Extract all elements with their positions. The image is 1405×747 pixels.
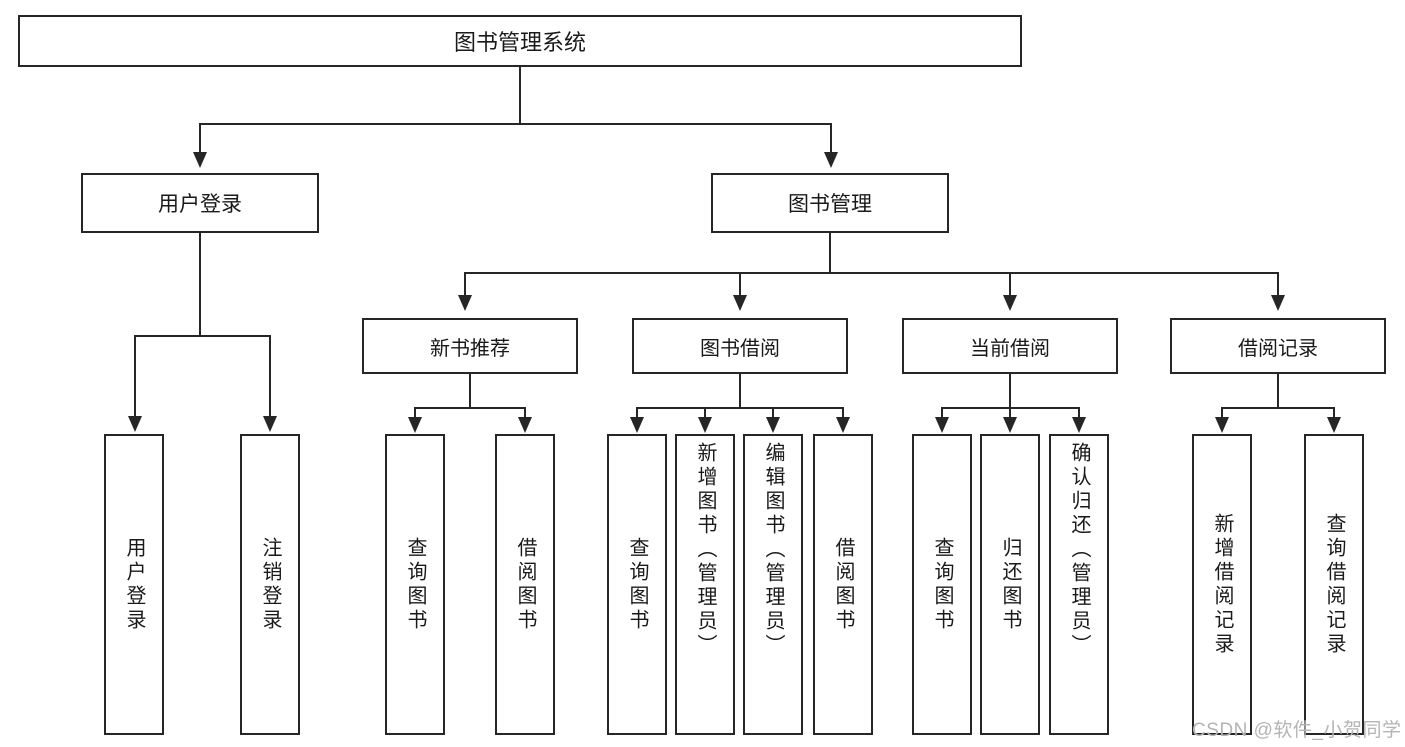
connector-book-mgmt-to-borrow — [739, 272, 741, 296]
leaf-borrow-edit-book-admin[interactable]: 编辑图书（管理员） — [743, 434, 803, 735]
node-new-book-recommend[interactable]: 新书推荐 — [362, 318, 578, 374]
connector-borrow-leaf3 — [772, 407, 774, 418]
arrow-borrow-leaf3 — [766, 417, 780, 433]
leaf-borrow-query-book[interactable]: 查询图书 — [607, 434, 667, 735]
watermark-text: CSDN @软件_小贺同学 — [1192, 720, 1402, 741]
connector-record-leaf1 — [1221, 407, 1223, 418]
arrow-borrow-leaf4 — [836, 417, 850, 433]
node-label: 当前借阅 — [970, 337, 1050, 360]
leaf-label: 查询图书 — [404, 536, 426, 633]
leaf-label: 查询图书 — [626, 536, 648, 633]
connector-root-stem — [519, 67, 521, 124]
connector-record-bus — [1221, 407, 1335, 409]
connector-current-leaf1 — [941, 407, 943, 418]
leaf-record-add-record[interactable]: 新增借阅记录 — [1192, 434, 1252, 735]
connector-record-stem — [1277, 374, 1279, 408]
arrow-current-leaf3 — [1072, 417, 1086, 433]
connector-current-stem — [1009, 374, 1011, 408]
leaf-recommend-query-book[interactable]: 查询图书 — [385, 434, 445, 735]
leaf-logout[interactable]: 注销登录 — [240, 434, 300, 735]
arrow-book-mgmt-to-borrow — [733, 295, 747, 311]
connector-book-mgmt-bus — [464, 272, 1279, 274]
arrow-borrow-leaf1 — [630, 417, 644, 433]
node-label: 用户登录 — [158, 193, 242, 216]
node-book-management[interactable]: 图书管理 — [711, 173, 949, 233]
arrow-record-leaf2 — [1327, 417, 1341, 433]
leaf-label: 用户登录 — [123, 536, 145, 633]
leaf-current-return-book[interactable]: 归还图书 — [980, 434, 1040, 735]
connector-recommend-leaf2 — [524, 407, 526, 418]
node-label: 新书推荐 — [430, 337, 510, 360]
arrow-recommend-leaf1 — [408, 417, 422, 433]
leaf-user-login[interactable]: 用户登录 — [104, 434, 164, 735]
connector-current-leaf2 — [1009, 407, 1011, 418]
leaf-label: 新增图书（管理员） — [694, 442, 716, 658]
connector-book-mgmt-to-recommend — [464, 272, 466, 296]
connector-borrow-leaf2 — [704, 407, 706, 418]
connector-record-leaf2 — [1333, 407, 1335, 418]
leaf-label: 确认归还（管理员） — [1068, 442, 1090, 658]
leaf-borrow-borrow-book[interactable]: 借阅图书 — [813, 434, 873, 735]
connector-root-to-book-mgmt — [830, 123, 832, 153]
connector-borrow-stem — [739, 374, 741, 408]
arrow-current-leaf1 — [935, 417, 949, 433]
csdn-watermark: CSDN @软件_小贺同学 — [1192, 715, 1401, 742]
node-borrow-record[interactable]: 借阅记录 — [1170, 318, 1386, 374]
connector-user-login-bus — [134, 335, 271, 337]
connector-borrow-leaf1 — [636, 407, 638, 418]
arrow-root-to-book-mgmt — [824, 152, 838, 168]
leaf-label: 新增借阅记录 — [1211, 512, 1233, 657]
connector-root-bus — [199, 123, 832, 125]
node-label: 借阅记录 — [1238, 337, 1318, 360]
node-current-borrow[interactable]: 当前借阅 — [902, 318, 1118, 374]
arrow-borrow-leaf2 — [698, 417, 712, 433]
node-book-borrow[interactable]: 图书借阅 — [632, 318, 848, 374]
arrow-recommend-leaf2 — [518, 417, 532, 433]
leaf-recommend-borrow-book[interactable]: 借阅图书 — [495, 434, 555, 735]
arrow-book-mgmt-to-current — [1003, 295, 1017, 311]
arrow-user-login-leaf1 — [128, 416, 142, 432]
arrow-current-leaf2 — [1003, 417, 1017, 433]
connector-user-login-leaf1 — [134, 335, 136, 417]
leaf-current-confirm-return-admin[interactable]: 确认归还（管理员） — [1049, 434, 1109, 735]
leaf-label: 注销登录 — [259, 536, 281, 633]
node-label: 图书管理系统 — [453, 30, 586, 55]
node-root-system[interactable]: 图书管理系统 — [18, 15, 1022, 67]
connector-borrow-bus — [636, 407, 844, 409]
arrow-user-login-leaf2 — [263, 416, 277, 432]
connector-recommend-stem — [469, 374, 471, 408]
connector-recommend-leaf1 — [414, 407, 416, 418]
node-user-login[interactable]: 用户登录 — [81, 173, 319, 233]
leaf-label: 编辑图书（管理员） — [762, 442, 784, 658]
leaf-current-query-book[interactable]: 查询图书 — [912, 434, 972, 735]
arrow-record-leaf1 — [1215, 417, 1229, 433]
leaf-record-query-record[interactable]: 查询借阅记录 — [1304, 434, 1364, 735]
connector-root-to-user-login — [199, 123, 201, 153]
arrow-root-to-user-login — [193, 152, 207, 168]
leaf-label: 归还图书 — [999, 536, 1021, 633]
arrow-book-mgmt-to-record — [1271, 295, 1285, 311]
leaf-label: 查询借阅记录 — [1323, 512, 1345, 657]
connector-current-leaf3 — [1078, 407, 1080, 418]
connector-recommend-bus — [414, 407, 526, 409]
connector-book-mgmt-to-current — [1009, 272, 1011, 296]
connector-user-login-leaf2 — [269, 335, 271, 417]
connector-borrow-leaf4 — [842, 407, 844, 418]
leaf-label: 查询图书 — [931, 536, 953, 633]
leaf-borrow-add-book-admin[interactable]: 新增图书（管理员） — [675, 434, 735, 735]
connector-book-mgmt-stem — [829, 233, 831, 273]
leaf-label: 借阅图书 — [832, 536, 854, 633]
node-label: 图书借阅 — [700, 337, 780, 360]
connector-user-login-stem — [199, 233, 201, 336]
arrow-book-mgmt-to-recommend — [458, 295, 472, 311]
node-label: 图书管理 — [788, 193, 872, 216]
connector-book-mgmt-to-record — [1277, 272, 1279, 296]
leaf-label: 借阅图书 — [514, 536, 536, 633]
